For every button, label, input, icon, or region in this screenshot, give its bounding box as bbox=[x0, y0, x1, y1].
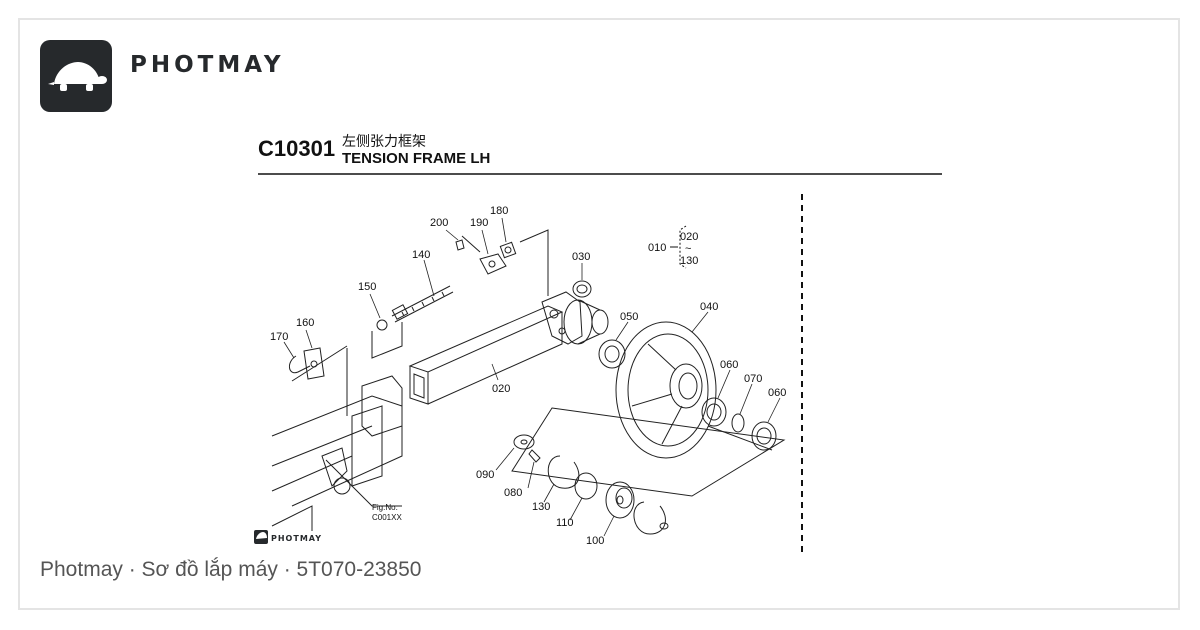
part-label: 140 bbox=[412, 249, 430, 261]
page-caption: Photmay · Sơ đồ lắp máy · 5T070-23850 bbox=[40, 558, 422, 581]
parts-diagram-svg: C10301 左侧张力框架 TENSION FRAME LH 010 020 ~… bbox=[254, 134, 942, 554]
part-label: 100 bbox=[586, 535, 604, 547]
fig-ref-label: Fig.No. bbox=[372, 503, 398, 512]
share-card bbox=[18, 18, 1180, 610]
watermark-text: PHOTMAY bbox=[271, 534, 322, 543]
leader-lines bbox=[283, 217, 781, 537]
range-tilde: ~ bbox=[685, 243, 691, 255]
part-label: 040 bbox=[700, 301, 718, 313]
part-label: 120 bbox=[616, 553, 634, 554]
part-label: 030 bbox=[572, 251, 590, 263]
part-label: 150 bbox=[358, 281, 376, 293]
range-start: 010 bbox=[648, 242, 666, 254]
part-label: 070 bbox=[744, 373, 762, 385]
part-label: 160 bbox=[296, 317, 314, 329]
figure-title-cn: 左侧张力框架 bbox=[342, 134, 426, 150]
part-label: 190 bbox=[470, 217, 488, 229]
figure-code: C10301 bbox=[258, 136, 335, 161]
part-label: 080 bbox=[504, 487, 522, 499]
part-label: 110 bbox=[556, 517, 574, 529]
part-label: 090 bbox=[476, 469, 494, 481]
range-to: 130 bbox=[680, 255, 698, 267]
figure-title-en: TENSION FRAME LH bbox=[342, 150, 490, 167]
part-label: 060 bbox=[768, 387, 786, 399]
part-label: 200 bbox=[430, 217, 448, 229]
brand-logo[interactable] bbox=[40, 40, 112, 112]
parts-diagram: C10301 左侧张力框架 TENSION FRAME LH 010 020 ~… bbox=[252, 126, 952, 554]
turtle-icon bbox=[256, 532, 267, 539]
brand-name[interactable]: PHOTMAY bbox=[130, 52, 285, 78]
turtle-icon bbox=[48, 62, 107, 91]
assembly-linework bbox=[271, 229, 786, 535]
part-label: 060 bbox=[720, 359, 738, 371]
part-label: 170 bbox=[270, 331, 288, 343]
part-label: 130 bbox=[532, 501, 550, 513]
part-label: 050 bbox=[620, 311, 638, 323]
fig-ref-value: C001XX bbox=[372, 513, 402, 522]
part-label: 180 bbox=[490, 205, 508, 217]
part-label: 020 bbox=[492, 383, 510, 395]
range-from: 020 bbox=[680, 231, 698, 243]
